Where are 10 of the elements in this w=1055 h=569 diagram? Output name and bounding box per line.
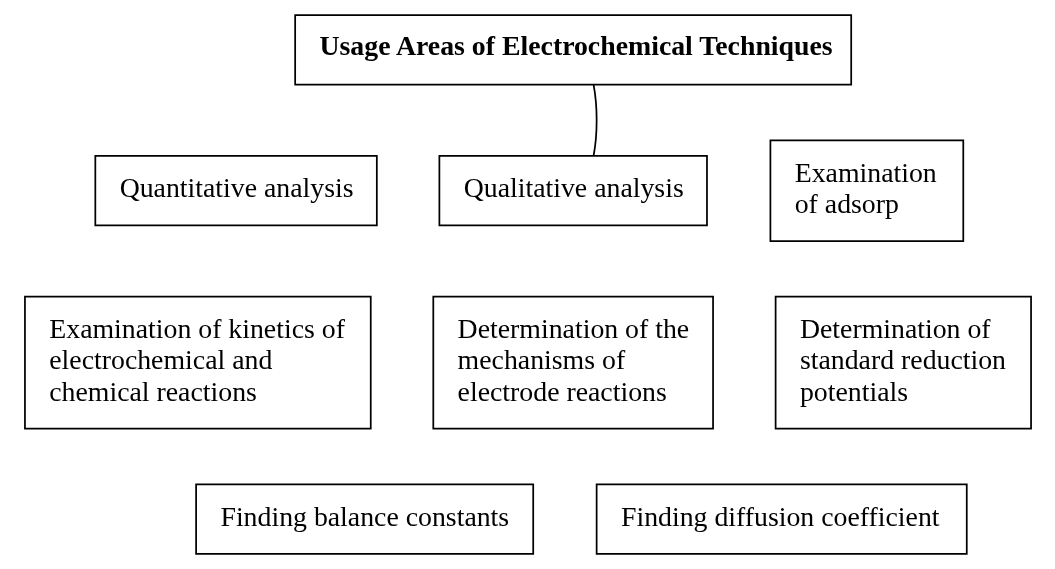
node-box: Usage Areas of Electrochemical Techniques <box>293 14 852 86</box>
node-box: Examination of kinetics of electrochemical and chemical reactions <box>23 295 372 430</box>
connector <box>592 84 597 157</box>
node-box: Determination of standard reduction potentials <box>774 295 1032 430</box>
node-box: Examination of adsorp <box>769 139 964 242</box>
node-box: Finding diffusion coefficient <box>595 483 968 555</box>
node-box: Quantitative analysis <box>93 155 378 227</box>
node-box: Determination of the mechanisms of electrode reactions <box>431 295 714 430</box>
node-box: Qualitative analysis <box>438 155 708 227</box>
node-box: Finding balance constants <box>194 483 534 555</box>
